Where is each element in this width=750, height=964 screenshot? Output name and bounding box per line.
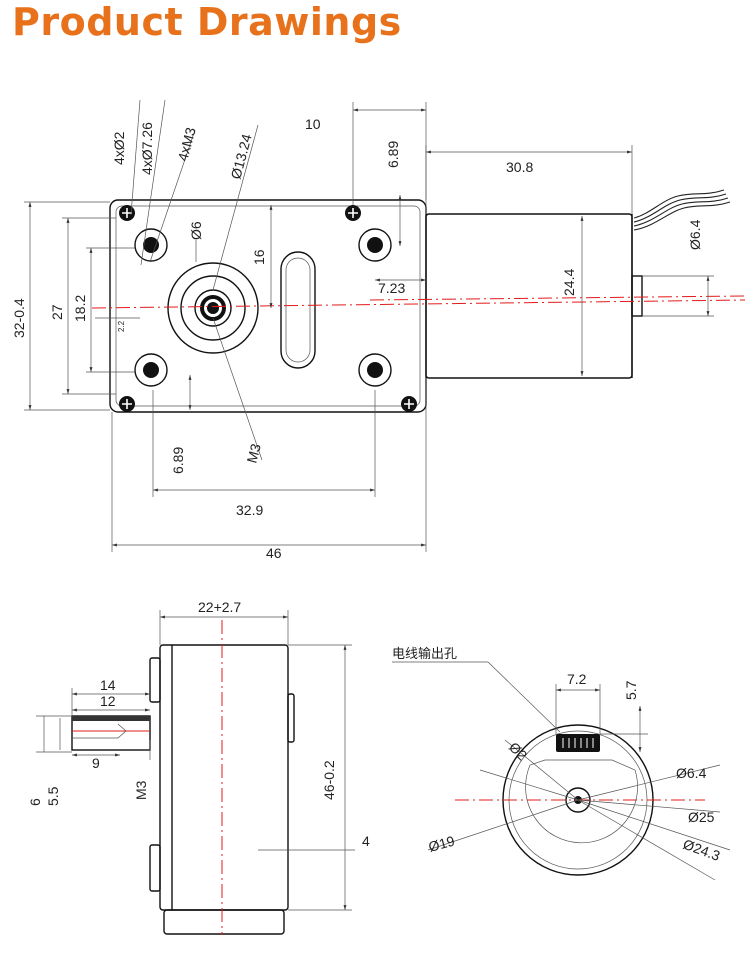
front-dimension-lines: [24, 99, 714, 552]
label-d1324: Ø13.24: [227, 132, 254, 181]
label-dim-57: 5.7: [623, 680, 639, 700]
gearbox-plate-inner: [115, 205, 421, 407]
label-4x-m3: 4xM3: [174, 125, 198, 162]
label-d64: Ø6.4: [687, 219, 703, 250]
label-4x-d2: 4xØ2: [111, 131, 127, 165]
label-d19: Ø19: [427, 833, 457, 855]
mounting-hole-icon: [134, 228, 392, 387]
label-4x-d726: 4xØ7.26: [139, 122, 155, 175]
label-d243: Ø24.3: [681, 836, 723, 864]
side-view: 22+2.7 14 12 9 6 5.5 M3 46-0.2 4: [27, 599, 370, 935]
plate-slot: [280, 251, 316, 369]
label-dim-244: 24.4: [561, 269, 577, 296]
label-d64-rear: Ø6.4: [676, 765, 707, 781]
label-m3-side: M3: [133, 780, 149, 800]
label-dim-55: 5.5: [45, 786, 61, 806]
label-dim-27: 27: [49, 304, 65, 320]
motor-wires: [633, 189, 731, 231]
label-dim-4: 4: [362, 833, 370, 849]
rear-dimension-lines: [392, 661, 731, 881]
label-dim-308: 30.8: [506, 159, 533, 175]
label-d6: Ø6: [188, 221, 204, 240]
centerline: [91, 299, 746, 309]
side-dimension-lines: [36, 610, 355, 911]
label-dim-9: 9: [92, 755, 100, 771]
label-dim-689-bottom: 6.89: [170, 447, 186, 474]
side-housing: [159, 644, 289, 911]
label-dim-12: 12: [100, 693, 116, 709]
label-dim-16: 16: [251, 249, 267, 265]
wire-connector-icon: [556, 734, 600, 752]
label-dim-46-02: 46-0.2: [321, 760, 337, 800]
label-d25: Ø25: [688, 809, 715, 825]
corner-screw-icon: [119, 205, 417, 412]
side-bottom-flange: [163, 909, 285, 935]
label-dim-329: 32.9: [236, 502, 263, 518]
label-dim-6: 6: [27, 798, 43, 806]
output-shaft-icon: [167, 262, 259, 354]
label-m3-shaft: M3: [243, 442, 264, 465]
motor-can: [425, 213, 633, 379]
label-wire-outlet: 电线输出孔: [392, 646, 457, 662]
label-dim-182: 18.2: [72, 295, 88, 322]
label-dim-32: 32-0.4: [11, 298, 27, 338]
motor-end-bump: [631, 275, 643, 317]
side-shaft: [71, 715, 151, 751]
label-dim-46: 46: [266, 545, 282, 561]
label-d2: Ø2: [506, 739, 531, 764]
rear-view: 电线输出孔 7.2 5.7 Ø2 Ø6.4 Ø25 Ø19 Ø24.3: [392, 646, 731, 881]
label-dim-22-27: 22+2.7: [198, 599, 241, 615]
page-title: Product Drawings: [12, 0, 402, 44]
label-dim-72: 7.2: [567, 671, 587, 687]
label-dim-22: 2.2: [117, 320, 126, 332]
label-dim-14: 14: [100, 677, 116, 693]
label-dim-689-top: 6.89: [385, 141, 401, 168]
front-view: 4xØ2 4xØ7.26 4xM3 Ø13.24 10 6.89 30.8 Ø6…: [11, 99, 746, 561]
label-dim-723: 7.23: [378, 280, 405, 296]
label-dim-10: 10: [305, 116, 321, 132]
